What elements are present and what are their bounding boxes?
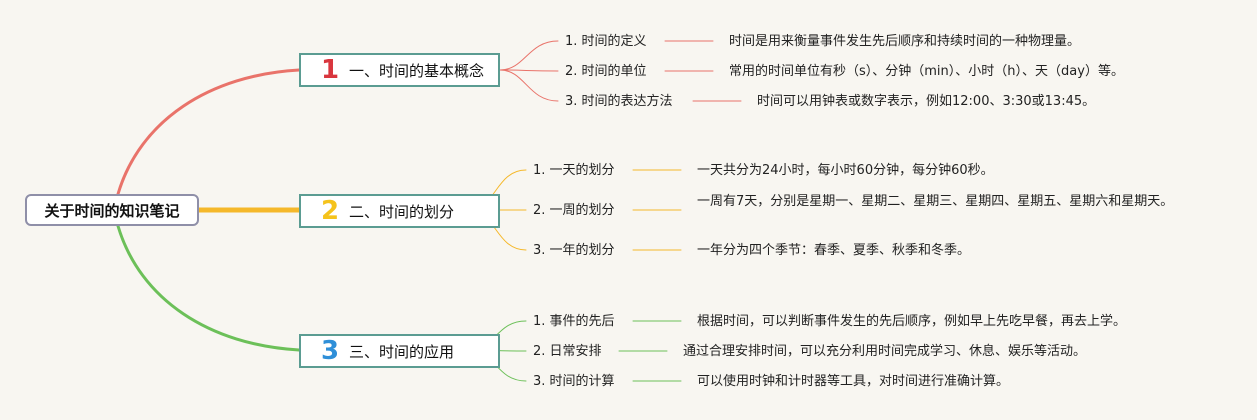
desc-1-1: 时间是用来衡量事件发生先后顺序和持续时间的一种物理量。	[729, 34, 1081, 49]
sub-item-1-2[interactable]: 2. 时间的单位	[565, 64, 647, 79]
sub-item-3-3[interactable]: 3. 时间的计算	[533, 374, 615, 389]
sub-item-2-2[interactable]: 2. 一周的划分	[533, 203, 615, 218]
branch-label-1: 一、时间的基本概念	[349, 61, 485, 80]
desc-2-2: 一周有7天，分别是星期一、星期二、星期三、星期四、星期五、星期六和星期天。	[697, 194, 1174, 209]
root-node[interactable]: 关于时间的知识笔记	[25, 194, 199, 226]
sub-item-1-3[interactable]: 3. 时间的表达方法	[565, 94, 673, 109]
root-connector-1	[116, 68, 301, 196]
branch-number-2: 2	[320, 196, 340, 226]
branch-node-2[interactable]: 2 二、时间的划分	[299, 194, 500, 228]
branch-node-3[interactable]: 3 三、时间的应用	[299, 334, 500, 368]
desc-1-2: 常用的时间单位有秒（s）、分钟（min）、小时（h）、天（day）等。	[729, 64, 1124, 79]
sub-item-2-1[interactable]: 1. 一天的划分	[533, 163, 615, 178]
desc-2-1: 一天共分为24小时，每小时60分钟，每分钟60秒。	[697, 163, 994, 178]
desc-2-3: 一年分为四个季节：春季、夏季、秋季和冬季。	[697, 243, 971, 258]
sub-connector-1-2	[499, 69, 559, 72]
sub-connector-1-1	[499, 40, 559, 71]
root-connector-3	[116, 224, 301, 352]
sub-item-3-1[interactable]: 1. 事件的先后	[533, 314, 615, 329]
desc-3-1: 根据时间，可以判断事件发生的先后顺序，例如早上先吃早餐，再去上学。	[697, 314, 1127, 329]
desc-3-3: 可以使用时钟和计时器等工具，对时间进行准确计算。	[697, 374, 1010, 389]
branch-number-1: 1	[320, 55, 340, 85]
sub-item-3-2[interactable]: 2. 日常安排	[533, 344, 602, 359]
sub-item-1-1[interactable]: 1. 时间的定义	[565, 34, 647, 49]
desc-3-2: 通过合理安排时间，可以充分利用时间完成学习、休息、娱乐等活动。	[683, 344, 1087, 359]
sub-item-2-3[interactable]: 3. 一年的划分	[533, 243, 615, 258]
branch-label-3: 三、时间的应用	[349, 342, 455, 361]
desc-1-3: 时间可以用钟表或数字表示，例如12:00、3:30或13:45。	[757, 94, 1096, 109]
branch-node-1[interactable]: 1 一、时间的基本概念	[299, 53, 500, 87]
sub-connector-1-3	[499, 69, 559, 102]
root-label: 关于时间的知识笔记	[44, 201, 180, 220]
branch-label-2: 二、时间的划分	[349, 202, 455, 221]
branch-number-3: 3	[320, 336, 340, 366]
